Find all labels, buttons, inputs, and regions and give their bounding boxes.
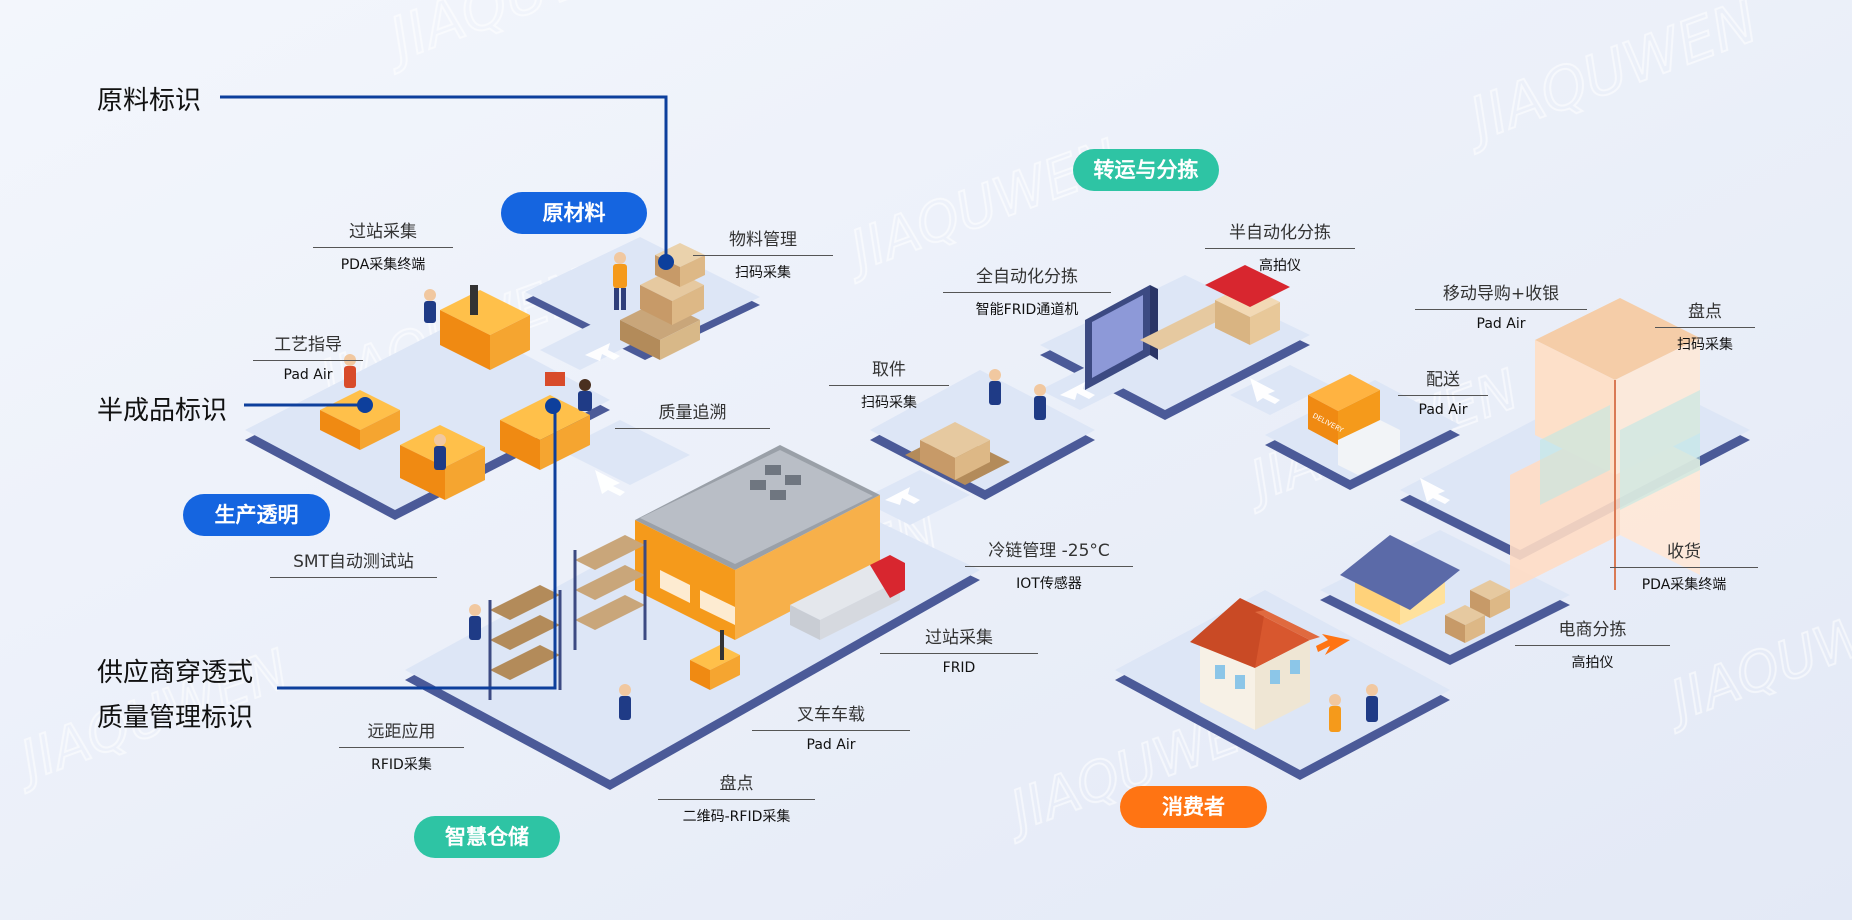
callout-divider — [752, 730, 910, 731]
callout-divider — [615, 428, 770, 429]
callout-divider — [943, 292, 1111, 293]
callout-title: 远距应用 — [367, 722, 436, 742]
callout-divider — [1655, 327, 1755, 328]
callout-mobile-guide: 移动导购+收银 Pad Air — [1415, 279, 1587, 332]
consumer-house — [1190, 598, 1320, 730]
callout-sub: IOT传感器 — [1016, 576, 1082, 592]
pickup-workers — [989, 369, 1046, 420]
callout-station-collect-1: 过站采集 PDA采集终端 — [313, 217, 453, 274]
section-consumer: 消费者 — [1120, 786, 1267, 828]
callout-title: 电商分拣 — [1558, 620, 1627, 640]
callout-divider — [965, 566, 1133, 567]
callout-divider — [693, 255, 833, 256]
side-label-supplier-line2: 质量管理标识 — [97, 703, 254, 733]
callout-title: 过站采集 — [925, 628, 993, 648]
callout-process-guide: 工艺指导 Pad Air — [253, 330, 363, 383]
callout-quality-trace: 质量追溯 — [615, 398, 770, 429]
callout-ecommerce-sort: 电商分拣 高拍仪 — [1515, 615, 1670, 672]
callout-auto-sort: 全自动化分拣 智能FRID通道机 — [943, 262, 1111, 319]
callout-title: 冷链管理 -25°C — [988, 541, 1110, 561]
side-label-raw-material: 原料标识 — [97, 86, 202, 116]
callout-sub: FRID — [942, 660, 976, 676]
callout-divider — [880, 653, 1038, 654]
callout-title: 移动导购+收银 — [1442, 284, 1560, 304]
callout-title: 半自动化分拣 — [1229, 223, 1331, 243]
callout-title: 过站采集 — [349, 222, 417, 242]
forklift — [690, 630, 740, 690]
orange-arrow-icon — [1316, 634, 1350, 655]
callout-divider — [313, 247, 453, 248]
consumer-figures — [1329, 684, 1378, 732]
callout-title: 取件 — [872, 360, 906, 380]
callout-sub: Pad Air — [1418, 402, 1468, 418]
callout-sub: 二维码-RFID采集 — [682, 809, 791, 825]
retail-store — [1510, 298, 1700, 590]
worker-figure — [613, 252, 627, 310]
pickup-pallet — [905, 422, 1010, 485]
warehouse-building — [635, 445, 880, 640]
callout-smt-station: SMT自动测试站 — [270, 547, 437, 578]
callout-sub: 高拍仪 — [1571, 655, 1614, 671]
callout-title: 盘点 — [719, 774, 754, 794]
callout-semi-auto-sort: 半自动化分拣 高拍仪 — [1205, 218, 1355, 275]
callout-sub: Pad Air — [806, 737, 856, 753]
callout-title: 配送 — [1426, 370, 1460, 390]
section-raw-material: 原材料 — [501, 192, 647, 234]
callout-sub: 扫码采集 — [861, 395, 917, 411]
callout-divider — [1515, 645, 1670, 646]
section-transport: 转运与分拣 — [1073, 149, 1219, 191]
callout-divider — [829, 385, 949, 386]
side-label-semi-product: 半成品标识 — [97, 396, 228, 426]
production-machines — [320, 285, 590, 500]
callout-divider — [1610, 567, 1758, 568]
delivery-truck: DELIVERY — [1308, 374, 1400, 475]
callout-divider — [1415, 309, 1587, 310]
callout-receiving: 收货 PDA采集终端 — [1610, 537, 1758, 594]
callout-remote-app: 远距应用 RFID采集 — [339, 717, 464, 774]
callout-sub: PDA采集终端 — [340, 257, 426, 273]
callout-inventory-2: 盘点 扫码采集 — [1655, 297, 1755, 354]
callout-divider — [270, 577, 437, 578]
callout-divider — [253, 360, 363, 361]
callout-divider — [1398, 395, 1488, 396]
callout-sub: PDA采集终端 — [1641, 577, 1727, 593]
callout-title: SMT自动测试站 — [293, 552, 414, 572]
callout-sub: 扫码采集 — [1677, 337, 1733, 353]
callout-sub: RFID采集 — [371, 757, 432, 773]
callout-forklift: 叉车车载 Pad Air — [752, 700, 910, 753]
callout-title: 收货 — [1667, 542, 1701, 562]
callout-station-collect-2: 过站采集 FRID — [880, 623, 1038, 676]
callout-sub: 扫码采集 — [735, 265, 791, 281]
connector-lines — [220, 95, 668, 690]
warehouse-workers — [469, 604, 631, 720]
callout-divider — [1205, 248, 1355, 249]
sort-station — [1205, 265, 1290, 345]
ecommerce-warehouse — [1340, 535, 1510, 643]
callout-title: 盘点 — [1688, 302, 1722, 322]
section-warehouse: 智慧仓储 — [414, 816, 560, 858]
callout-title: 物料管理 — [729, 230, 797, 250]
callout-title: 质量追溯 — [658, 403, 727, 423]
callout-cold-chain: 冷链管理 -25°C IOT传感器 — [965, 536, 1133, 593]
callout-divider — [339, 747, 464, 748]
side-label-supplier-line1: 供应商穿透式 — [97, 658, 254, 688]
callout-sub: 高拍仪 — [1259, 258, 1301, 274]
callout-title: 全自动化分拣 — [976, 267, 1078, 287]
container-truck — [790, 555, 905, 640]
callout-delivery: 配送 Pad Air — [1398, 365, 1488, 418]
callout-pickup: 取件 扫码采集 — [829, 355, 949, 412]
callout-sub: Pad Air — [1476, 316, 1526, 332]
callout-title: 叉车车载 — [797, 705, 865, 725]
warehouse-shelves — [488, 535, 647, 700]
callout-sub: 智能FRID通道机 — [975, 302, 1079, 318]
callout-inventory-1: 盘点 二维码-RFID采集 — [658, 769, 815, 826]
connector-dots — [357, 254, 674, 414]
callout-divider — [658, 799, 815, 800]
section-production: 生产透明 — [183, 494, 330, 536]
callout-title: 工艺指导 — [274, 335, 342, 355]
callout-sub: Pad Air — [283, 367, 333, 383]
callout-material-mgmt: 物料管理 扫码采集 — [693, 225, 833, 282]
